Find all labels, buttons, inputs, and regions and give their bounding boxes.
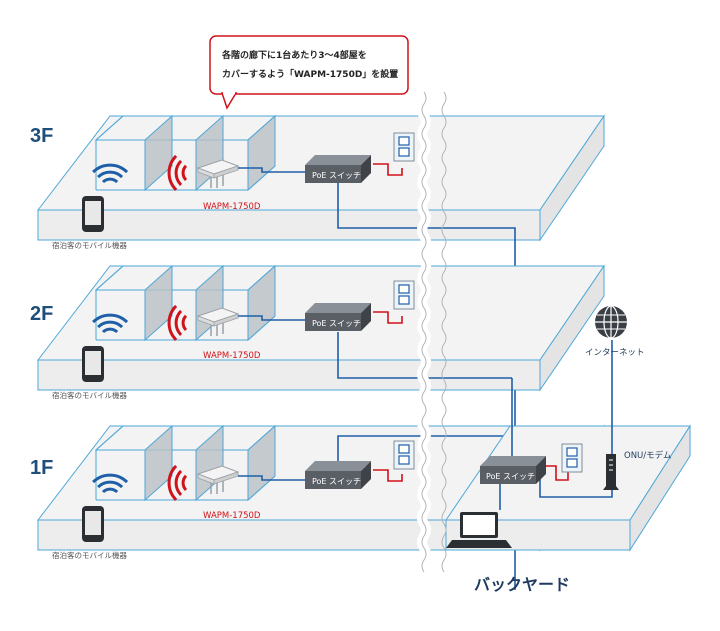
lan-outlet-icon: [561, 443, 583, 473]
internet-label: インターネット: [585, 348, 645, 358]
lan-outlet-icon: [393, 132, 415, 162]
switch-label: PoE スイッチ: [312, 477, 361, 486]
floor-label: 3F: [30, 125, 53, 147]
floor-1: 1F 宿泊客のモバイル機器 WAPM-1750D PoE スイッチ: [30, 425, 605, 560]
lan-outlet-icon: [393, 280, 415, 310]
globe-icon: [595, 305, 627, 339]
modem-icon: [603, 454, 619, 490]
backyard-area: PoE スイッチ ONU/モデム インターネット バックヤード: [445, 305, 691, 594]
device-label: 宿泊客のモバイル機器: [52, 240, 127, 250]
wavy-divider: [417, 89, 447, 575]
switch-label: PoE スイッチ: [312, 319, 361, 328]
laptop-icon: [446, 512, 512, 548]
floor-2: 2F 宿泊客のモバイル機器 WAPM-1750D PoE スイッチ: [30, 265, 605, 400]
floor-label: 2F: [30, 303, 53, 325]
onu-label: ONU/モデム: [624, 450, 671, 461]
device-label: 宿泊客のモバイル機器: [52, 550, 127, 560]
ap-label: WAPM-1750D: [203, 202, 261, 212]
smartphone-icon: [82, 506, 104, 542]
ap-label: WAPM-1750D: [203, 511, 261, 521]
callout-line-1: 各階の廊下に1台あたり3～4部屋を: [221, 49, 367, 61]
ap-label: WAPM-1750D: [203, 351, 261, 361]
smartphone-icon: [82, 196, 104, 232]
backyard-switch-label: PoE スイッチ: [486, 472, 535, 481]
lan-outlet-icon: [393, 440, 415, 470]
switch-label: PoE スイッチ: [312, 171, 361, 180]
callout-box: 各階の廊下に1台あたり3～4部屋を カバーするよう「WAPM-1750D」を設置: [209, 35, 409, 110]
smartphone-icon: [82, 346, 104, 382]
device-label: 宿泊客のモバイル機器: [52, 390, 127, 400]
floor-label: 1F: [30, 457, 53, 479]
backyard-title: バックヤード: [474, 575, 570, 594]
callout-line-2: カバーするよう「WAPM-1750D」を設置: [222, 68, 398, 80]
